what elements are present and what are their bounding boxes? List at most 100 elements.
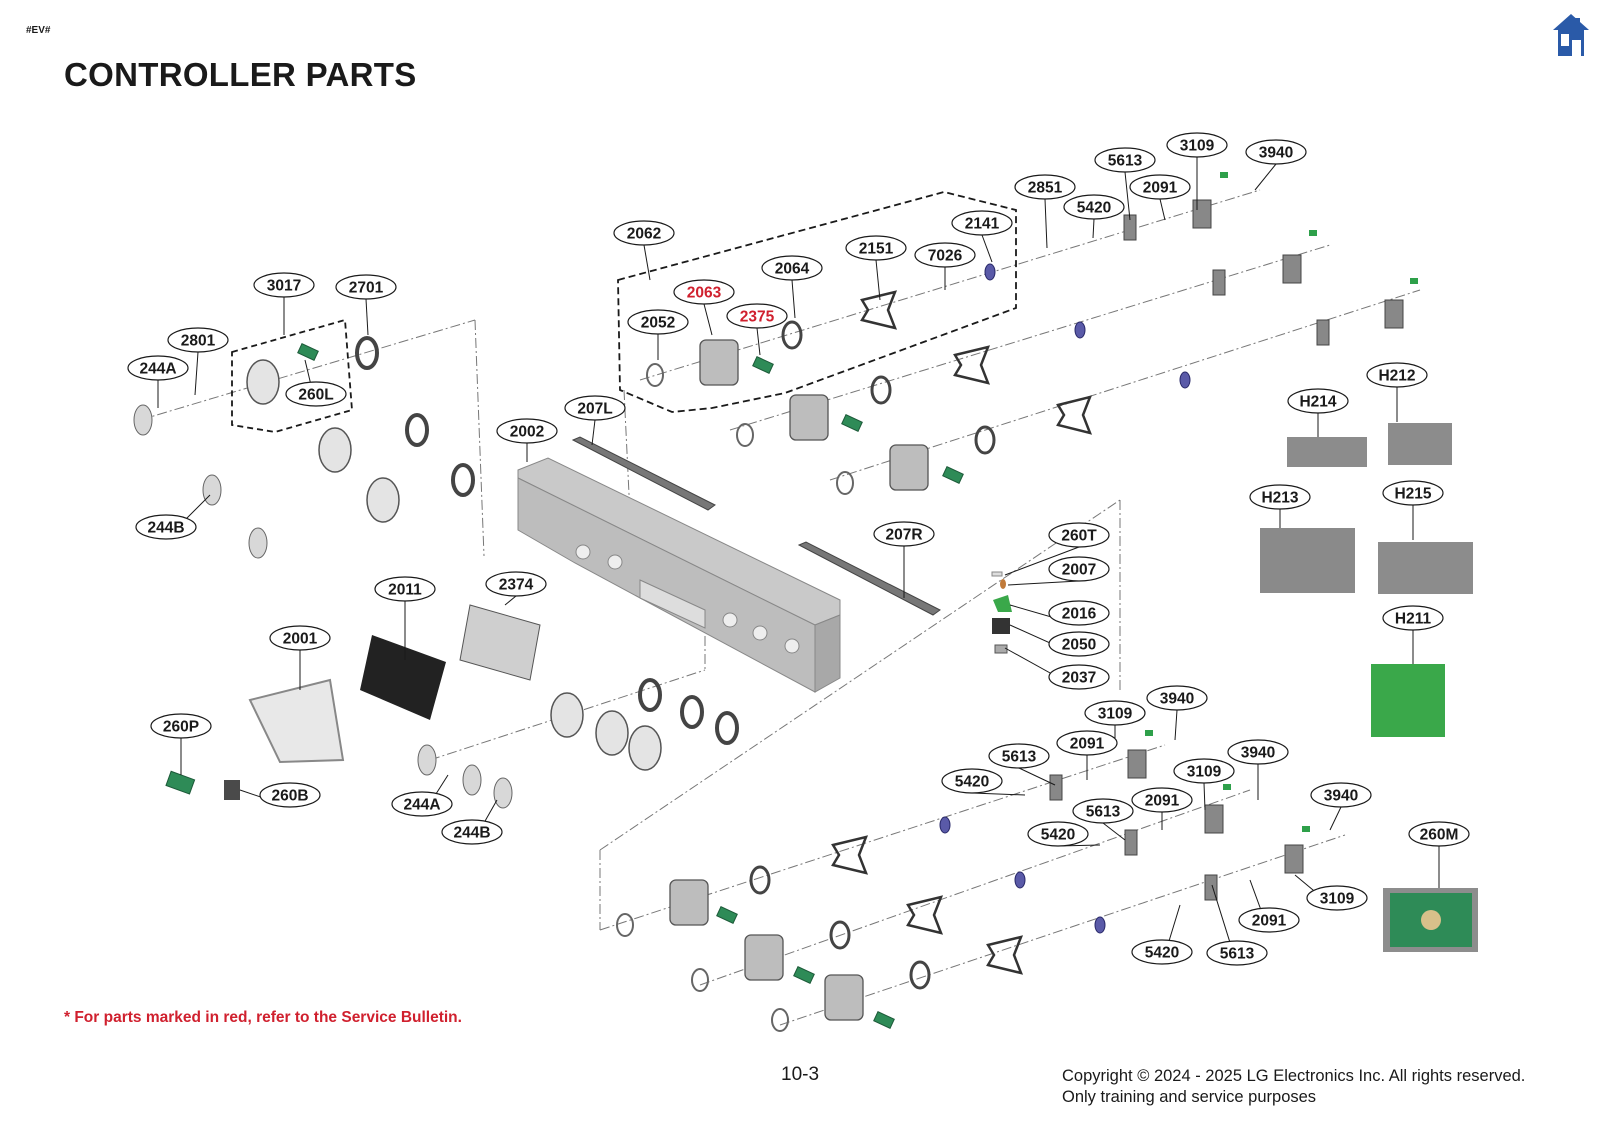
callout-bubble [951, 210, 1013, 236]
callout-244B[interactable]: 244B [135, 514, 197, 540]
callout-5613[interactable]: 5613 [1094, 147, 1156, 173]
callout-2151[interactable]: 2151 [845, 235, 907, 261]
page-title: CONTROLLER PARTS [64, 56, 417, 93]
callout-bubble [253, 272, 315, 298]
callout-7026[interactable]: 7026 [914, 242, 976, 268]
callout-H213[interactable]: H213 [1249, 484, 1311, 510]
callout-label: H211 [1395, 611, 1432, 628]
callout-3940[interactable]: 3940 [1245, 139, 1307, 165]
control-panel-2002 [517, 457, 841, 693]
callout-label: 3109 [1320, 891, 1355, 908]
callout-260T[interactable]: 260T [1048, 522, 1110, 548]
callout-5613[interactable]: 5613 [1072, 798, 1134, 824]
callout-2091[interactable]: 2091 [1131, 787, 1193, 813]
callout-2091[interactable]: 2091 [1129, 174, 1191, 200]
callout-3940[interactable]: 3940 [1146, 685, 1208, 711]
callout-244A[interactable]: 244A [391, 791, 453, 817]
callout-3109[interactable]: 3109 [1173, 758, 1235, 784]
callout-bubble [1166, 132, 1228, 158]
callout-label: 3109 [1098, 706, 1133, 723]
callout-260B[interactable]: 260B [259, 782, 321, 808]
callout-3017[interactable]: 3017 [253, 272, 315, 298]
callout-bubble [1131, 787, 1193, 813]
callout-label: 5420 [1077, 200, 1111, 217]
callout-2851[interactable]: 2851 [1014, 174, 1076, 200]
callout-label: 2851 [1028, 180, 1063, 197]
callout-label: 2091 [1070, 736, 1105, 753]
callout-244A[interactable]: 244A [127, 355, 189, 381]
callout-label: 2091 [1143, 180, 1178, 197]
callout-5613[interactable]: 5613 [988, 743, 1050, 769]
callout-H212[interactable]: H212 [1366, 362, 1428, 388]
callout-207L[interactable]: 207L [564, 395, 626, 421]
callout-label: 2050 [1062, 637, 1096, 654]
callout-3109[interactable]: 3109 [1084, 700, 1146, 726]
callout-3940[interactable]: 3940 [1310, 782, 1372, 808]
callout-2037[interactable]: 2037 [1048, 664, 1110, 690]
callout-2375[interactable]: 2375 [726, 303, 788, 329]
callout-label: 3940 [1324, 788, 1358, 805]
copyright-block: Copyright © 2024 - 2025 LG Electronics I… [1062, 1066, 1525, 1108]
callout-label: 2141 [965, 216, 1000, 233]
callout-bubble [1056, 730, 1118, 756]
callout-5420[interactable]: 5420 [941, 768, 1003, 794]
callout-3940[interactable]: 3940 [1227, 739, 1289, 765]
callout-bubble [335, 274, 397, 300]
callout-260M[interactable]: 260M [1408, 821, 1470, 847]
doc-tag: #EV# [26, 25, 51, 36]
callout-H214[interactable]: H214 [1287, 388, 1349, 414]
callout-bubble [135, 514, 197, 540]
callout-207R[interactable]: 207R [873, 521, 935, 547]
callout-2002[interactable]: 2002 [496, 418, 558, 444]
leader-line [1159, 198, 1166, 221]
callout-label: 5420 [955, 774, 989, 791]
callout-label: 207L [577, 401, 612, 418]
callout-2801[interactable]: 2801 [167, 327, 229, 353]
callout-2063[interactable]: 2063 [673, 279, 735, 305]
callout-bubble [1084, 700, 1146, 726]
callout-2007[interactable]: 2007 [1048, 556, 1110, 582]
leader-line [1174, 709, 1178, 741]
callout-label: 2801 [181, 333, 216, 350]
callout-2091[interactable]: 2091 [1056, 730, 1118, 756]
home-icon[interactable] [1552, 12, 1590, 58]
callout-260P[interactable]: 260P [150, 713, 212, 739]
callout-2091[interactable]: 2091 [1238, 907, 1300, 933]
callout-label: 3940 [1241, 745, 1275, 762]
callout-H211[interactable]: H211 [1382, 605, 1444, 631]
callout-bubble [1048, 631, 1110, 657]
callout-label: 2052 [641, 315, 675, 332]
callout-2050[interactable]: 2050 [1048, 631, 1110, 657]
callout-2016[interactable]: 2016 [1048, 600, 1110, 626]
leader-line [365, 298, 369, 336]
callout-2374[interactable]: 2374 [485, 571, 547, 597]
leader-line [591, 419, 596, 446]
callout-2001[interactable]: 2001 [269, 625, 331, 651]
callout-bubble [941, 768, 1003, 794]
callout-5420[interactable]: 5420 [1027, 821, 1089, 847]
callout-2701[interactable]: 2701 [335, 274, 397, 300]
callout-3109[interactable]: 3109 [1306, 885, 1368, 911]
callout-2064[interactable]: 2064 [761, 255, 823, 281]
callout-2141[interactable]: 2141 [951, 210, 1013, 236]
callout-bubble [1287, 388, 1349, 414]
callout-5613[interactable]: 5613 [1206, 940, 1268, 966]
callout-bubble [1245, 139, 1307, 165]
callout-bubble [726, 303, 788, 329]
callout-5420[interactable]: 5420 [1131, 939, 1193, 965]
callout-label: 2151 [859, 241, 894, 258]
leader-line [1018, 767, 1056, 786]
callout-3109[interactable]: 3109 [1166, 132, 1228, 158]
callout-244B[interactable]: 244B [441, 819, 503, 845]
callout-2052[interactable]: 2052 [627, 309, 689, 335]
callout-2011[interactable]: 2011 [374, 576, 436, 602]
callout-2062[interactable]: 2062 [613, 220, 675, 246]
leader-line [1044, 198, 1048, 249]
callout-260L[interactable]: 260L [285, 381, 347, 407]
callout-label: 244B [453, 825, 490, 842]
callout-label: 244A [139, 361, 176, 378]
callout-label: 2063 [687, 285, 722, 302]
callout-label: 3109 [1187, 764, 1222, 781]
callout-5420[interactable]: 5420 [1063, 194, 1125, 220]
callout-H215[interactable]: H215 [1382, 480, 1444, 506]
